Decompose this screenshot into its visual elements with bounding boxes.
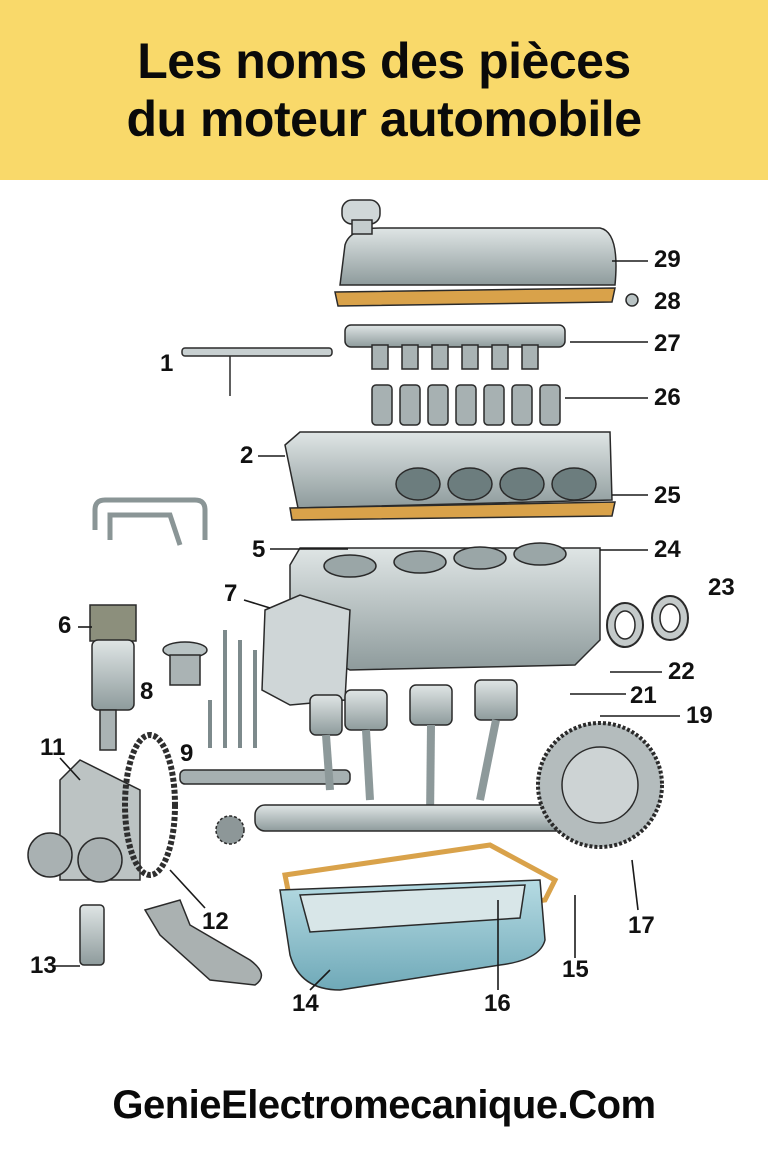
part-label-12: 12 — [202, 908, 229, 935]
distributor — [89, 497, 208, 751]
part-label-26: 26 — [654, 384, 681, 411]
engine-block — [261, 542, 601, 706]
part-label-27: 27 — [654, 330, 681, 357]
part-label-29: 29 — [654, 246, 681, 273]
oil-pump — [79, 904, 105, 966]
site-footer: GenieElectromecanique.Com — [112, 1082, 656, 1127]
engine-illustration — [27, 199, 689, 991]
part-label-7: 7 — [224, 580, 238, 607]
camshaft — [179, 769, 351, 785]
valve-springs — [371, 384, 561, 426]
crankshaft — [254, 804, 576, 832]
cylinder-head — [284, 431, 613, 509]
leader-lines — [52, 260, 680, 991]
oil-pipe — [181, 347, 333, 357]
part-label-6: 6 — [58, 612, 72, 639]
title-line-2: du moteur automobile — [126, 91, 643, 147]
part-label-19: 19 — [686, 702, 713, 729]
part-label-13: 13 — [30, 952, 57, 979]
engine-exploded-diagram: 1 2 5 6 7 8 9 11 12 13 14 15 16 17 19 21… — [0, 180, 768, 1060]
timing-chain — [122, 732, 178, 878]
part-label-22: 22 — [668, 658, 695, 685]
part-label-21: 21 — [630, 682, 657, 709]
valve-cover — [339, 199, 617, 286]
part-label-5: 5 — [252, 536, 266, 563]
part-label-17: 17 — [628, 912, 655, 939]
part-label-23: 23 — [708, 574, 735, 601]
cover-gasket — [334, 287, 616, 307]
part-label-8: 8 — [140, 678, 154, 705]
part-label-25: 25 — [654, 482, 681, 509]
title-line-1: Les noms des pièces — [137, 33, 631, 89]
part-label-28: 28 — [654, 288, 681, 315]
part-label-15: 15 — [562, 956, 589, 983]
part-label-2: 2 — [240, 442, 254, 469]
head-gasket — [289, 501, 616, 521]
pistons — [309, 679, 518, 821]
part-label-9: 9 — [180, 740, 194, 767]
part-label-14: 14 — [292, 990, 319, 1017]
part-label-11: 11 — [40, 734, 66, 761]
rocker-shaft — [344, 324, 566, 370]
part-label-16: 16 — [484, 990, 511, 1017]
part-label-1: 1 — [160, 350, 174, 377]
title-banner: Les noms des pièces du moteur automobile — [0, 0, 768, 180]
part-label-24: 24 — [654, 536, 681, 563]
